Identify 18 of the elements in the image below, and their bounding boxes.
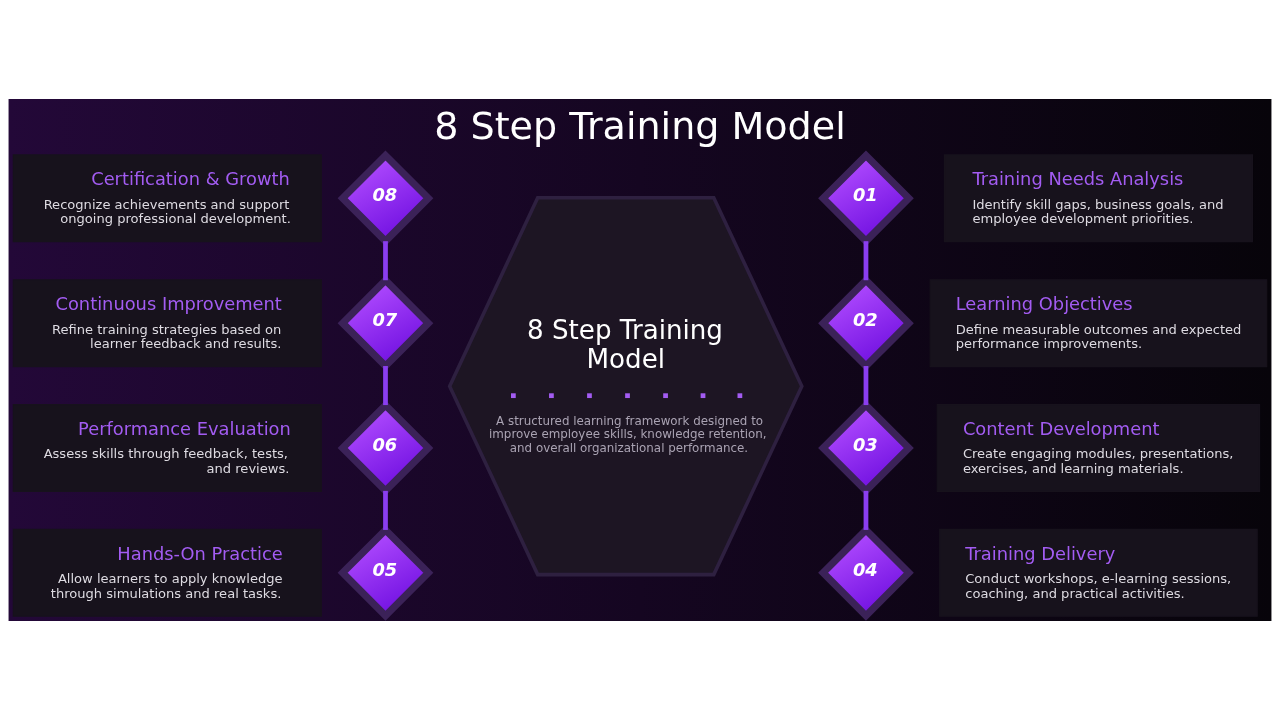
node-diamond: 01 [818,150,914,247]
node-box: Certification & Growth Recognize achievements and support ongoing professional development. [12,154,322,243]
node-diamond: 03 [818,400,914,496]
node-diamond: 05 [337,525,434,621]
connector [863,490,869,530]
node-box: Hands-On Practice Allow learners to apply knowledge through simulations and real tasks. [12,528,322,617]
connector [863,241,869,281]
node-box: Continuous Improvement Refine training strategies based on learner feedback and results. [12,279,322,368]
node-diamond: 07 [337,275,434,371]
diagram-title: 8 Step Training Model [434,103,846,148]
node-diamond: 06 [337,400,434,496]
connector [383,490,388,530]
node-diamond: 02 [818,275,914,371]
connector [863,366,869,406]
node-diamond: 04 [818,525,914,621]
node-box: Performance Evaluation Assess skills through feedback, tests, and reviews. [12,404,322,492]
connector [383,241,388,281]
connector [383,366,388,406]
